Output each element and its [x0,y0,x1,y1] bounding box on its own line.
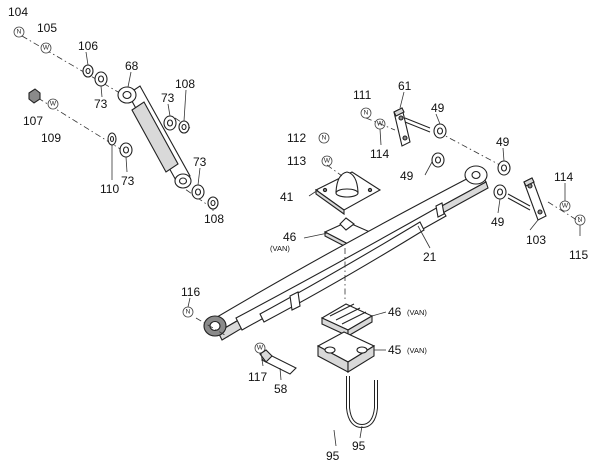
label-107: 107 [23,114,43,128]
label-95-a: 95 [326,449,340,463]
u-bolt-95-a [319,384,349,432]
bushing-49-d [493,184,507,200]
symbol-n-111: N [360,107,372,119]
label-46-a-van: (VAN) [270,244,290,253]
bushing-73-a [94,71,108,87]
label-108-b: 108 [204,212,224,226]
shackle-103 [507,177,547,221]
svg-text:W: W [324,158,331,165]
symbol-w-105: W [40,42,52,54]
label-73-c: 73 [121,174,135,188]
symbol-n-112: N [318,132,330,144]
symbol-n-104: N [13,26,25,38]
bushing-49-b [431,152,445,168]
label-117: 117 [248,370,267,384]
nut-107 [28,88,41,104]
label-95-b: 95 [352,439,366,453]
symbol-w-117: W [254,342,266,354]
bump-stopper-41 [314,164,382,216]
label-110: 110 [100,182,119,196]
symbol-n-115: N [574,214,586,226]
label-111: 111 [353,88,372,102]
label-73-a: 73 [94,97,108,111]
label-105: 105 [37,21,57,35]
bushing-49-c [497,160,511,176]
label-49-c: 49 [400,169,414,183]
bushing-73-b [163,115,177,131]
svg-text:N: N [364,110,369,117]
label-41: 41 [280,190,294,204]
svg-text:W: W [562,203,569,210]
axis-line-shackle-right [437,131,501,166]
label-108-a: 108 [175,77,195,91]
label-73-b: 73 [161,91,175,105]
leader-lines [85,51,581,447]
svg-text:N: N [322,135,327,142]
label-21: 21 [423,250,437,264]
axis-line-shackle [365,117,396,131]
svg-text:W: W [50,101,57,108]
label-114-b: 114 [554,170,573,184]
bushing-73-c [119,142,133,158]
symbol-n-116: N [182,306,194,318]
u-bolt-95-b [346,376,378,429]
bushing-106 [82,64,94,78]
label-46-a: 46 [283,230,297,244]
label-49-b: 49 [496,135,510,149]
bolt-58 [195,317,297,375]
spring-pad-46-lower [320,303,374,337]
label-115: 115 [569,248,588,262]
svg-text:N: N [578,217,583,224]
washer-108-a [178,120,190,134]
shock-absorber [117,85,192,189]
label-73-d: 73 [193,155,207,169]
label-61: 61 [398,79,412,93]
label-116: 116 [181,285,200,299]
label-46-b: 46 [388,305,402,319]
symbol-w-113: W [321,155,333,167]
symbol-w-109: W [47,98,59,110]
label-49-d: 49 [491,215,505,229]
label-114-a: 114 [370,147,389,161]
washer-110 [107,132,117,146]
shackle-61 [393,107,431,147]
leaf-spring-21 [203,165,489,341]
label-103: 103 [526,233,546,247]
bushing-73-d [191,184,205,200]
symbol-w-114b: W [559,200,571,212]
svg-text:N: N [17,29,22,36]
label-45: 45 [388,343,402,357]
washer-108-b [207,196,219,210]
axis-line-shackle-103 [547,201,581,223]
label-109: 109 [41,131,61,145]
label-46-b-van: (VAN) [407,308,427,317]
spring-seat-45 [316,331,376,373]
bushing-49-a [433,123,447,139]
label-106: 106 [78,39,98,53]
label-68: 68 [125,59,139,73]
label-104: 104 [8,5,28,19]
svg-text:N: N [186,309,191,316]
svg-text:W: W [43,45,50,52]
label-49-a: 49 [431,101,445,115]
label-58: 58 [274,382,288,396]
label-112: 112 [287,131,306,145]
label-113: 113 [287,154,306,168]
svg-text:W: W [257,345,264,352]
shock-absorber-assembly [21,35,219,210]
axis-line-upper [21,35,126,97]
callout-labels: 104 105 106 68 108 73 73 107 109 110 73 … [8,5,588,463]
label-45-van: (VAN) [407,346,427,355]
